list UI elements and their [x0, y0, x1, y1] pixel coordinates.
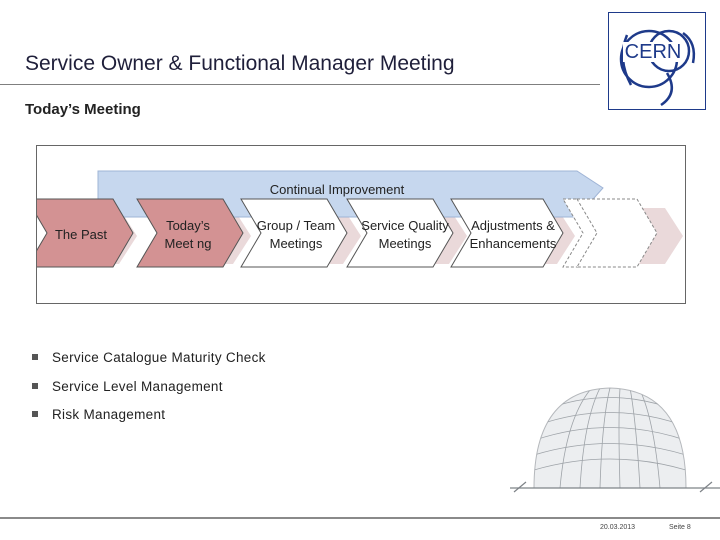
bullet-text: Service Level Management: [52, 378, 223, 394]
globe-building-image: [510, 387, 720, 493]
bullet-item: Service Catalogue Maturity Check: [32, 350, 266, 379]
footer-divider: [0, 517, 720, 519]
step-5-label-line2: Enhancements: [470, 236, 557, 251]
square-bullet-icon: [32, 411, 38, 417]
step-the-past: [37, 198, 134, 268]
title-divider: [0, 84, 600, 85]
footer-date: 20.03.2013: [600, 524, 636, 531]
cern-logo-icon: CERN: [619, 29, 696, 107]
step-3-label-line1: Group / Team: [257, 218, 336, 233]
bullet-item: Risk Management: [32, 407, 266, 436]
bullet-list: Service Catalogue Maturity Check Service…: [32, 350, 266, 436]
step-adjustments-enhancements: [450, 198, 564, 268]
square-bullet-icon: [32, 382, 38, 389]
bullet-item: Service Level Management: [32, 379, 266, 408]
step-4-label-line1: Service Quality: [361, 218, 449, 233]
bullet-text: Service Catalogue Maturity Check: [52, 350, 266, 365]
step-todays-meeting: [136, 198, 244, 268]
step-4-label-line2: Meetings: [379, 236, 432, 251]
banner-label: Continual Improvement: [270, 182, 405, 197]
step-group-team-meetings: [240, 198, 348, 268]
bullet-text: Risk Management: [52, 407, 166, 422]
step-1-label: The Past: [55, 227, 107, 242]
process-diagram: Continual Improvement The Past Today’s M…: [36, 145, 686, 304]
cern-logo: CERN: [608, 12, 706, 110]
footer-page-number: Seite 8: [669, 524, 691, 531]
slide-title: Service Owner & Functional Manager Meeti…: [25, 52, 455, 75]
section-subtitle: Today’s Meeting: [25, 101, 141, 118]
step-3-label-line2: Meetings: [270, 236, 323, 251]
logo-text: CERN: [625, 41, 682, 63]
step-5-label-line1: Adjustments &: [471, 218, 555, 233]
step-service-quality-meetings: [346, 198, 454, 268]
step-2-label-line1: Today’s: [166, 218, 210, 233]
square-bullet-icon: [32, 354, 38, 360]
step-2-label-line2: Meet ng: [165, 236, 212, 251]
